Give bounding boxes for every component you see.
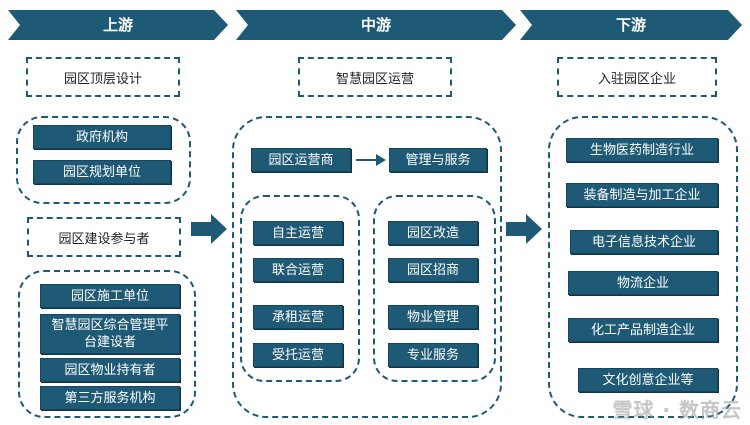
midstream-operator: 园区运营商 — [251, 148, 351, 172]
arrow-head-icon — [376, 154, 386, 166]
midstream-services-container — [373, 195, 496, 382]
flow-arrow-icon — [506, 214, 542, 244]
downstream-item-1: 装备制造与加工企业 — [566, 183, 718, 207]
midstream-services-item-0: 园区改造 — [388, 221, 478, 245]
downstream-item-2: 电子信息技术企业 — [570, 230, 718, 254]
midstream-ops-item-2: 承租运营 — [253, 305, 343, 329]
midstream-ops-item-0: 自主运营 — [253, 221, 343, 245]
downstream-item-5: 文化创意企业等 — [578, 368, 718, 392]
midstream-service: 管理与服务 — [389, 148, 487, 172]
upstream-group2-container — [18, 270, 196, 418]
midstream-top-label: 智慧园区运营 — [298, 57, 452, 97]
midstream-container — [232, 116, 502, 418]
downstream-item-0: 生物医药制造行业 — [566, 138, 718, 162]
upstream-group1-container — [16, 116, 191, 204]
midstream-services-item-3: 专业服务 — [388, 343, 478, 367]
watermark: 雪球 · 数商云 — [612, 398, 742, 422]
midstream-ops-container — [240, 195, 360, 382]
stage-downstream: 下游 — [520, 10, 742, 40]
midstream-ops-item-3: 受托运营 — [253, 343, 343, 367]
midstream-services-item-1: 园区招商 — [388, 258, 478, 282]
upstream-group1-item-1: 园区规划单位 — [33, 160, 171, 184]
upstream-group2-item-1: 智慧园区综合管理平台建设者 — [40, 314, 180, 354]
midstream-services-item-2: 物业管理 — [388, 305, 478, 329]
upstream-group2-item-2: 园区物业持有者 — [40, 358, 180, 382]
upstream-group2-item-0: 园区施工单位 — [40, 284, 180, 308]
downstream-item-4: 化工产品制造企业 — [568, 318, 718, 342]
upstream-middle-label: 园区建设参与者 — [27, 217, 181, 257]
downstream-top-label: 入驻园区企业 — [557, 57, 717, 97]
upstream-group2-item-3: 第三方服务机构 — [40, 386, 180, 410]
midstream-ops-item-1: 联合运营 — [253, 258, 343, 282]
downstream-item-3: 物流企业 — [568, 271, 718, 295]
downstream-container — [548, 116, 738, 418]
stage-upstream: 上游 — [8, 10, 228, 40]
upstream-group1-item-0: 政府机构 — [33, 125, 171, 149]
operator-arrow — [356, 159, 378, 161]
flow-arrow-icon — [191, 214, 227, 244]
upstream-top-label: 园区顶层设计 — [26, 57, 180, 97]
stage-midstream: 中游 — [236, 10, 516, 40]
